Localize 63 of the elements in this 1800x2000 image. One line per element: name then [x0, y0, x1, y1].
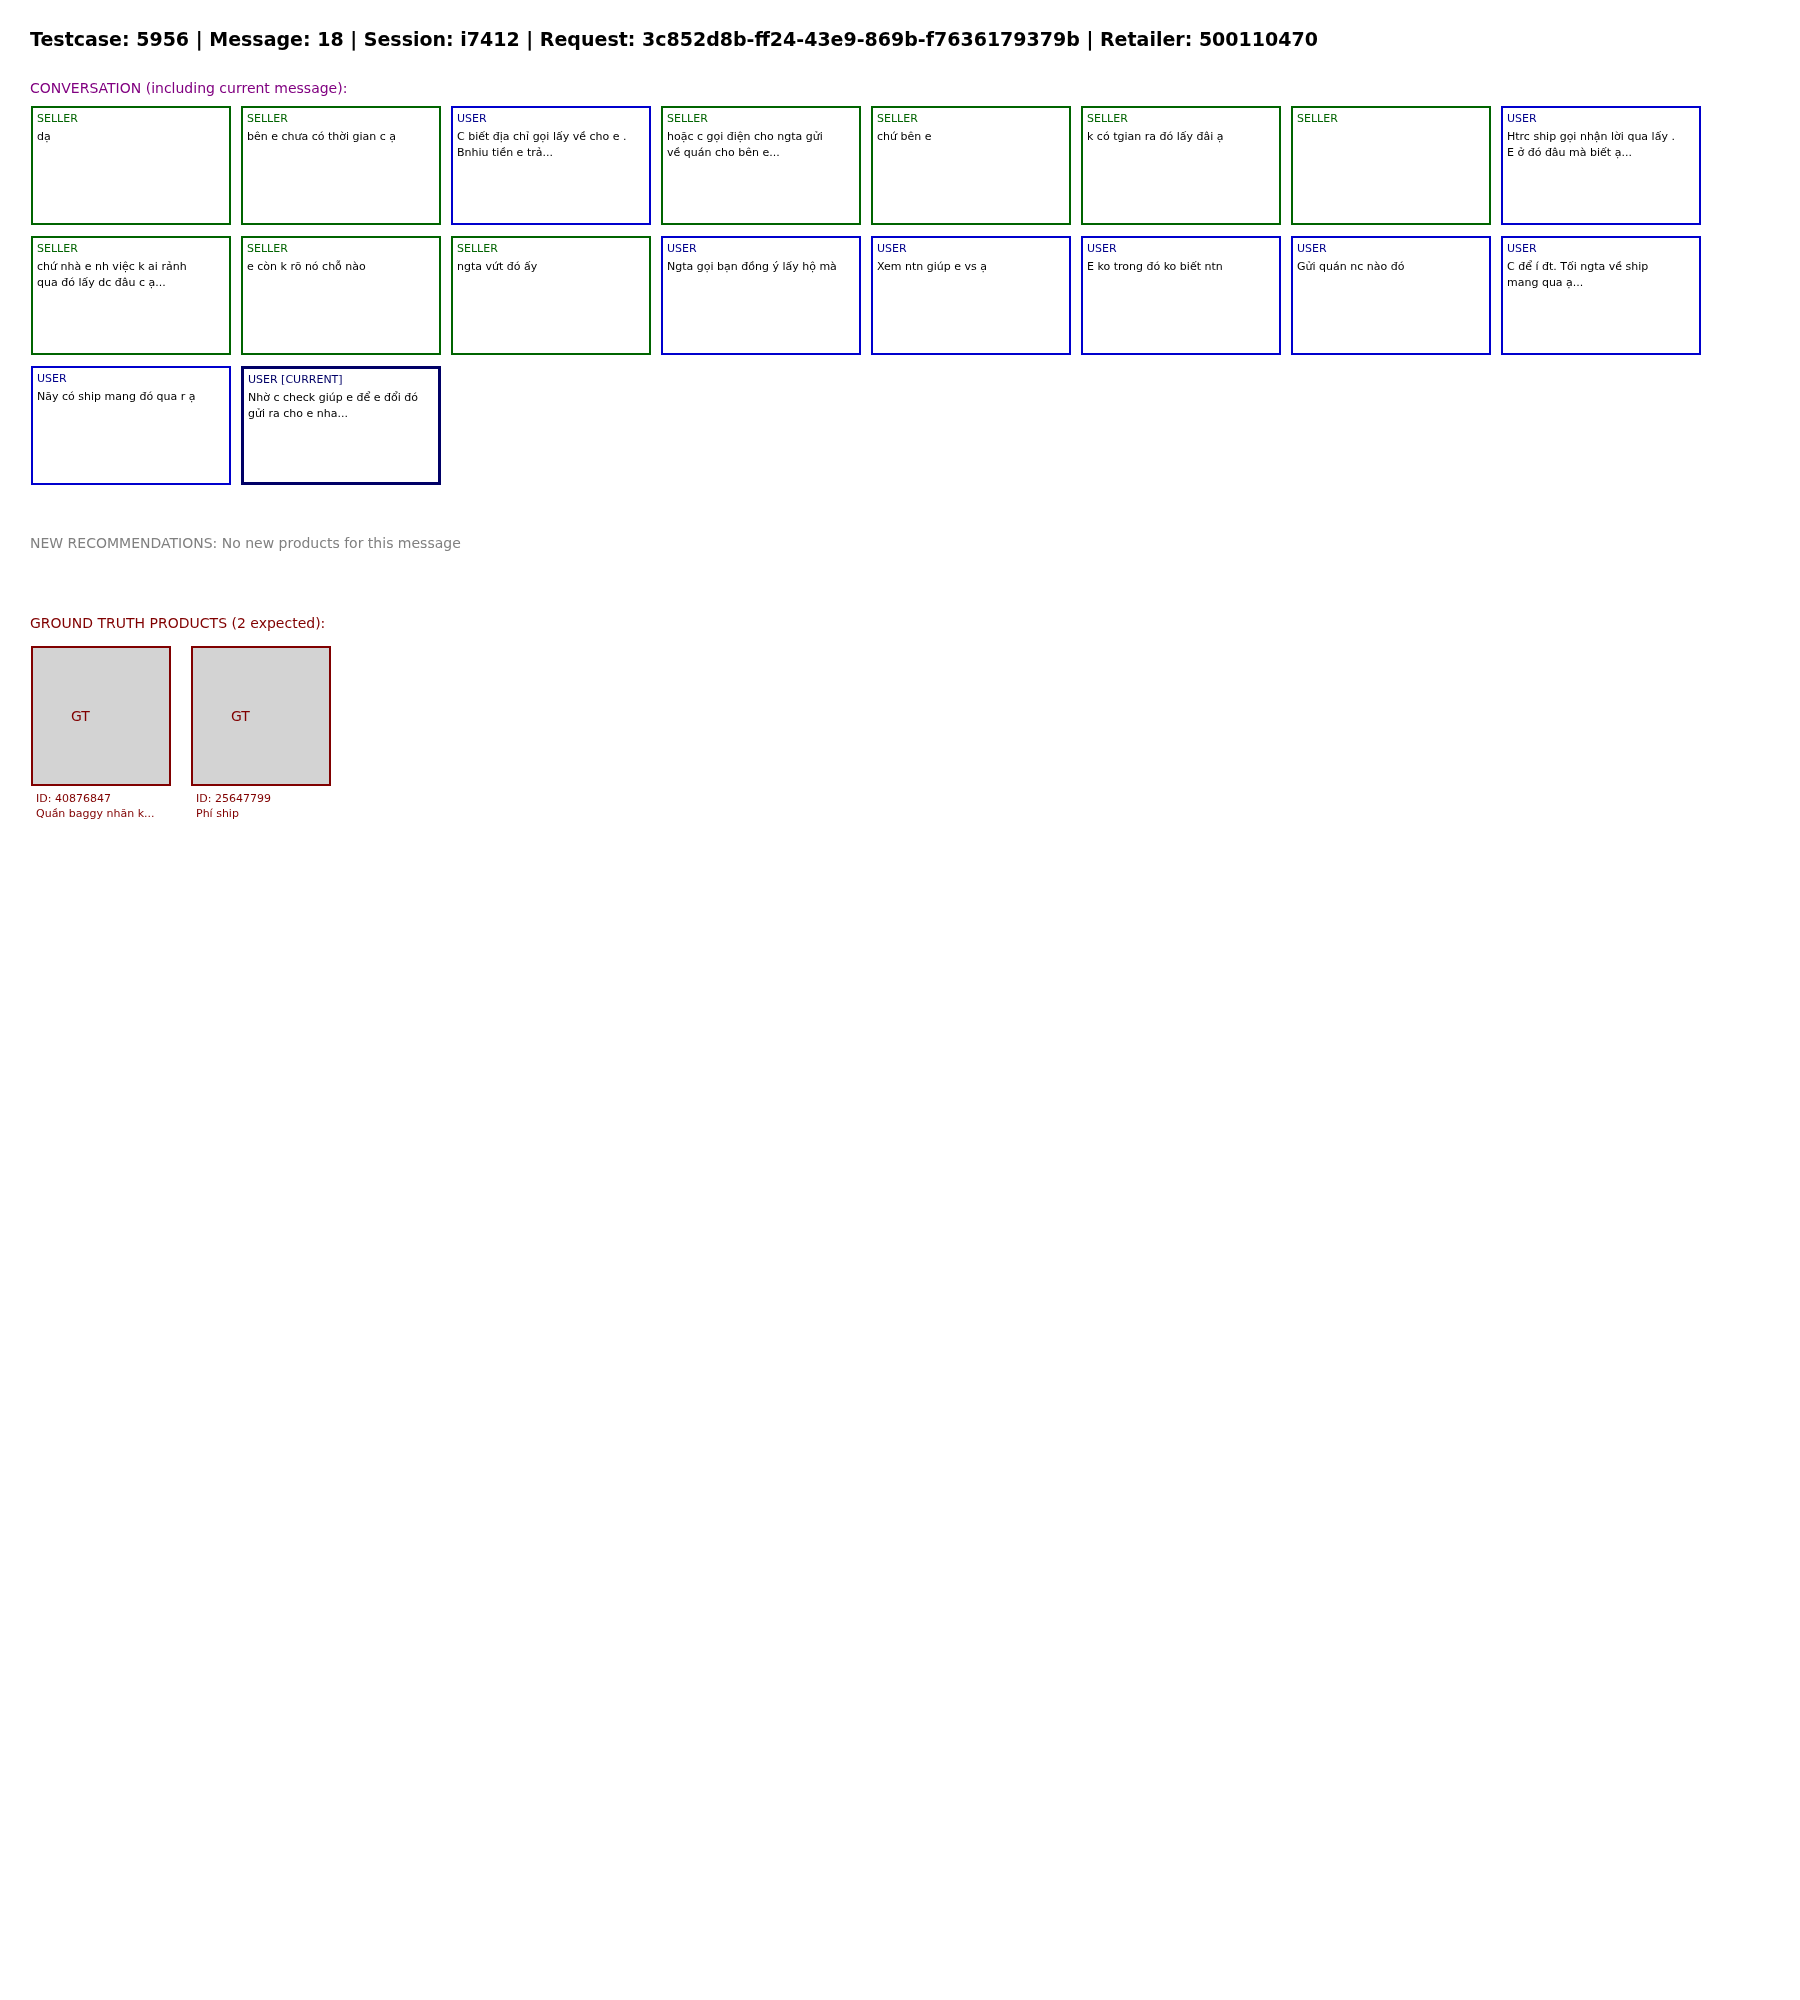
message-card: [1501, 236, 1701, 355]
product-name: Quần baggy nhăn k...: [36, 806, 155, 821]
message-text: Htrc ship gọi nhận lời qua lấy . E ở đó đâu mà biết ạ...: [1507, 129, 1676, 161]
speaker-label: SELLER: [877, 112, 919, 126]
message-text: Xem ntn giúp e vs ạ: [877, 259, 988, 275]
message-text: e còn k rõ nó chỗ nào: [247, 259, 367, 275]
product-id: ID: 40876847: [36, 791, 111, 806]
speaker-label: SELLER: [457, 242, 499, 256]
message-text: Nhờ c check giúp e để e đổi đó gửi ra cho e nha...: [248, 390, 419, 422]
message-text: Nãy có ship mang đó qua r ạ: [37, 389, 197, 405]
message-card: [31, 366, 231, 485]
message-card: [1291, 106, 1491, 225]
status-note: NEW RECOMMENDATIONS: No new products for this message: [30, 535, 461, 551]
message-text: ngta vứt đó ấy: [457, 259, 539, 275]
speaker-label: SELLER: [1297, 112, 1339, 126]
message-card: [1501, 106, 1701, 225]
speaker-label: USER: [667, 242, 698, 256]
speaker-label: USER: [1507, 112, 1538, 126]
message-text: dạ: [37, 129, 52, 145]
message-text: k có tgian ra đó lấy đâi ạ: [1087, 129, 1225, 145]
message-text: hoặc c gọi điện cho ngta gửi về quán cho bên e...: [667, 129, 824, 161]
section-heading: CONVERSATION (including current message):: [30, 80, 348, 96]
message-text: chứ bên e: [877, 129, 933, 145]
speaker-label: USER [CURRENT]: [248, 373, 344, 387]
message-card: [1081, 106, 1281, 225]
message-card: [661, 106, 861, 225]
message-card: [31, 106, 231, 225]
speaker-label: USER: [457, 112, 488, 126]
message-text: C biết địa chỉ gọi lấy về cho e . Bnhiu tiền e trả...: [457, 129, 628, 161]
speaker-label: USER: [1297, 242, 1328, 256]
message-card: [241, 366, 441, 485]
message-card: [1081, 236, 1281, 355]
message-text: Ngta gọi bạn đồng ý lấy hộ mà: [667, 259, 838, 275]
message-text: chứ nhà e nh việc k ai rảnh qua đó lấy dc đâu c ạ...: [37, 259, 188, 291]
message-text: bên e chưa có thời gian c ạ: [247, 129, 398, 145]
message-card: [31, 236, 231, 355]
speaker-label: USER: [37, 372, 68, 386]
speaker-label: SELLER: [1087, 112, 1129, 126]
product-id: ID: 25647799: [196, 791, 271, 806]
message-card: [871, 236, 1071, 355]
message-text: C để í đt. Tối ngta về ship mang qua ạ...: [1507, 259, 1650, 291]
product-name: Phí ship: [196, 806, 239, 821]
speaker-label: USER: [877, 242, 908, 256]
message-card: [241, 106, 441, 225]
message-card: [451, 106, 651, 225]
speaker-label: SELLER: [667, 112, 709, 126]
section-heading: GROUND TRUTH PRODUCTS (2 expected):: [30, 615, 326, 631]
message-card: [451, 236, 651, 355]
product-thumbnail: GT: [191, 646, 331, 786]
speaker-label: SELLER: [37, 242, 79, 256]
speaker-label: SELLER: [247, 242, 289, 256]
speaker-label: SELLER: [37, 112, 79, 126]
message-card: [871, 106, 1071, 225]
message-text: Gửi quán nc nào đó: [1297, 259, 1406, 275]
speaker-label: USER: [1087, 242, 1118, 256]
message-text: E ko trong đó ko biết ntn: [1087, 259, 1224, 275]
speaker-label: SELLER: [247, 112, 289, 126]
speaker-label: USER: [1507, 242, 1538, 256]
message-card: [661, 236, 861, 355]
product-thumbnail: GT: [31, 646, 171, 786]
message-card: [241, 236, 441, 355]
message-card: [1291, 236, 1491, 355]
page-title: Testcase: 5956 | Message: 18 | Session: i7412 | Request: 3c852d8b-ff24-43e9-869b-f7636179379b | Retailer: 500110470: [30, 28, 1318, 50]
